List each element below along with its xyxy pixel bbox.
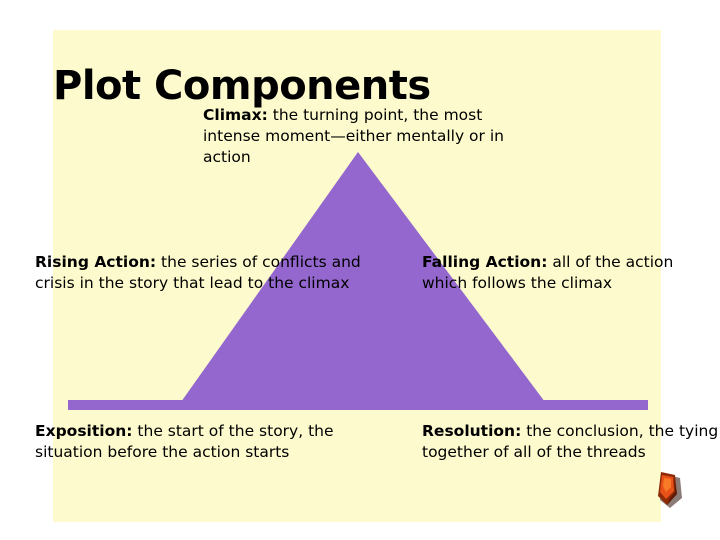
callout-climax-definition: the turning point, the most intense mome… <box>203 106 504 166</box>
gem-highlight <box>663 478 671 492</box>
gem-clipart <box>652 468 686 510</box>
callout-resolution-definition: the conclusion, the tying together of al… <box>422 422 719 461</box>
callout-exposition-definition: the start of the story, the situation be… <box>35 422 334 461</box>
callout-exposition-term: Exposition: <box>35 422 133 440</box>
callout-rising-action-definition: the series of conflicts and crisis in th… <box>35 253 361 292</box>
callout-rising-action: Rising Action: the series of conflicts a… <box>35 252 375 294</box>
page-title: Plot Components <box>53 62 431 109</box>
callout-falling-action: Falling Action: all of the action which … <box>422 252 692 294</box>
callout-resolution-term: Resolution: <box>422 422 522 440</box>
callout-climax: Climax: the turning point, the most inte… <box>203 105 533 168</box>
gem-edge-dark <box>667 477 677 505</box>
callout-falling-action-term: Falling Action: <box>422 253 548 271</box>
callout-climax-term: Climax: <box>203 106 268 124</box>
callout-rising-action-term: Rising Action: <box>35 253 157 271</box>
callout-exposition: Exposition: the start of the story, the … <box>35 421 375 463</box>
callout-falling-action-definition: all of the action which follows the clim… <box>422 253 674 292</box>
callout-resolution: Resolution: the conclusion, the tying to… <box>422 421 720 463</box>
